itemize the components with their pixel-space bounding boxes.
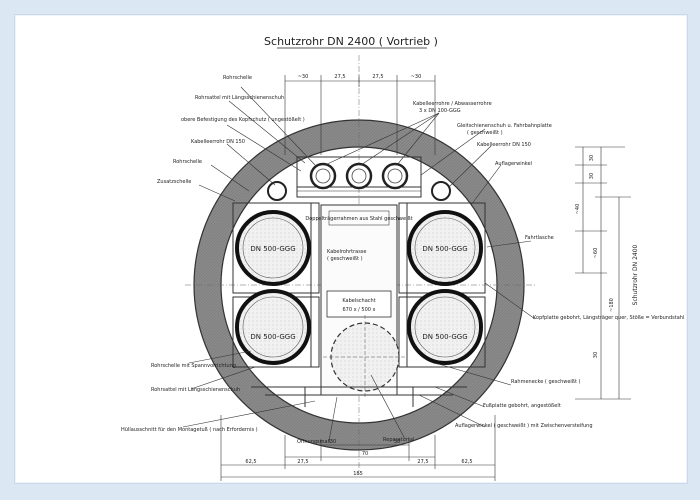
center-panel-label: Kabelrohrtrasse xyxy=(327,249,367,255)
large-pipe-top-left: DN 500-GGG xyxy=(235,210,311,286)
callout-zusatzschelle: Zusatzschelle xyxy=(157,179,191,185)
dim-top-4: ~30 xyxy=(411,74,422,80)
drawing-title: Schutzrohr DN 2400 ( Vortrieb ) xyxy=(264,35,438,48)
dim-right-6: ~180 xyxy=(609,298,615,312)
callout-obere-befestigung: obere Befestigung des Kopfschutz ( unges… xyxy=(181,117,305,123)
center-box-sub: 670 x / 500 x xyxy=(342,307,375,313)
dim-right-5: 30 xyxy=(593,352,599,358)
callout-oeffnungsmass: Öffnungsmaß xyxy=(297,438,331,445)
bottom-frame xyxy=(251,386,467,407)
dim-bottom-4: 27,5 xyxy=(297,459,308,465)
right-dimensions xyxy=(575,146,631,400)
dim-top-3: 27,5 xyxy=(372,74,383,80)
callout-kopfplatte: Kopfplatte gebohrt, Längsträger quer, St… xyxy=(533,315,684,321)
callout-rohrschelle-1: Rohrschelle xyxy=(223,75,252,81)
callout-kabelleerrohr-left: Kabelleerrohr DN 150 xyxy=(191,139,245,145)
large-pipe-top-right: DN 500-GGG xyxy=(407,210,483,286)
callout-auflagerwinkel: Auflagerwinkel xyxy=(495,161,532,167)
callout-rohrschelle-2: Rohrschelle xyxy=(173,159,202,165)
center-box-label: Kabelschacht xyxy=(342,298,375,304)
callout-huellausschnitt: Hüllausschnitt für den Montagetuß ( nach… xyxy=(121,427,258,433)
small-pipe-3 xyxy=(381,162,409,190)
leader-lines xyxy=(182,86,536,442)
large-pipe-bottom-right: DN 500-GGG xyxy=(407,289,483,365)
dim-bottom-7: 62,5 xyxy=(461,459,472,465)
small-pipe-1 xyxy=(309,162,337,190)
center-box xyxy=(326,290,392,318)
top-dimensions xyxy=(284,75,436,155)
callout-kabelleerrohre-top: Kabelleerrohre / Abwasserrohre xyxy=(413,101,492,107)
center-panel-sub: ( geschweißt ) xyxy=(327,256,363,262)
callout-rohrsattel-2: Rohrsattel mit Längsschienenschuh xyxy=(151,387,240,393)
cable-duct-right xyxy=(431,181,451,201)
dim-top-2: 27,5 xyxy=(334,74,345,80)
dim-bottom-3: 30 xyxy=(394,439,400,445)
callout-reparaturtal: Reparaturtal xyxy=(383,437,414,443)
callout-kabelleerrohr-right: Kabelleerrohr DN 150 xyxy=(477,142,531,148)
small-pipe-2 xyxy=(345,162,373,190)
bottom-dimensions xyxy=(220,415,496,481)
large-pipe-bottom-left: DN 500-GGG xyxy=(235,289,311,365)
callout-rohrschelle-spann: Rohrschelle mit Spannvorrichtung xyxy=(151,363,236,369)
callout-kabelleerrohre-count: 3 x DN 100-GGG xyxy=(419,108,461,114)
service-pipe xyxy=(323,315,407,399)
dim-bottom-5: 27,5 xyxy=(417,459,428,465)
dim-bottom-2: 70 xyxy=(362,451,368,457)
callout-rohrsattel: Rohrsattel mit Längsschienenschuh xyxy=(195,95,284,101)
dim-bottom-8: 185 xyxy=(353,471,363,477)
center-note: Doppelträgerrahmen aus Stahl geschweißt xyxy=(305,216,412,222)
callout-fahrtlasche: Fahrtlasche xyxy=(525,235,554,241)
pipe-label-top-right: DN 500-GGG xyxy=(422,245,467,253)
pipe-label-bottom-left: DN 500-GGG xyxy=(250,333,295,341)
pipe-label-bottom-right: DN 500-GGG xyxy=(422,333,467,341)
dim-right-2: 30 xyxy=(589,173,595,179)
cable-duct-left xyxy=(267,181,287,201)
callout-gleitschienen-sub: ( geschweißt ) xyxy=(467,130,503,136)
dim-right-4: ~60 xyxy=(593,248,599,259)
dim-bottom-1: 30 xyxy=(330,439,336,445)
callout-rahmenecke: Rahmenecke ( geschweißt ) xyxy=(511,379,580,385)
dim-right-3: ~40 xyxy=(575,204,581,215)
pipe-label-top-left: DN 500-GGG xyxy=(250,245,295,253)
callout-fussplatte: Fußplatte gebohrt, angestößelt xyxy=(483,403,561,409)
dim-bottom-6: 62,5 xyxy=(245,459,256,465)
callout-gleitschienen: Gleitschienenschuh u. Fahrbahnplatte xyxy=(457,123,552,129)
dim-right-1: 30 xyxy=(589,155,595,161)
vertical-pipe-label: Schutzrohr DN 2400 xyxy=(632,244,639,305)
cross-section-drawing: Schutzrohr DN 2400 ( Vortrieb ) xyxy=(121,35,684,481)
drawing-frame: Schutzrohr DN 2400 ( Vortrieb ) xyxy=(14,14,688,484)
dim-top-1: ~30 xyxy=(298,74,309,80)
callout-auflagerwinkel-2: Auflagerwinkel ( geschweißt ) mit Zwisch… xyxy=(455,423,593,429)
